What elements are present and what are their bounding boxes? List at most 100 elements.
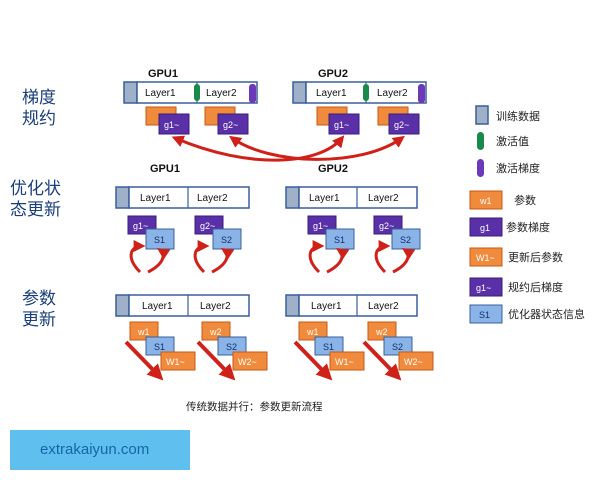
legend-sample-updated-param: W1~	[476, 253, 495, 263]
layer1-label: Layer1	[309, 193, 340, 204]
row1-gpu1: GPU1 Layer1 Layer2 g1~ g2~	[123, 68, 258, 135]
updated-param-label: W2~	[238, 357, 257, 367]
state-update-arrow	[326, 247, 350, 274]
param-block	[129, 321, 159, 341]
reduced-grad-label: g2~	[394, 120, 409, 130]
layer-group	[128, 294, 250, 317]
allreduce-arrow-g1	[171, 135, 345, 162]
gpu1-label: GPU1	[150, 163, 180, 175]
row-label-param-update-1: 参数	[22, 289, 56, 309]
optimizer-state-block	[314, 336, 344, 356]
optimizer-state-block	[217, 336, 247, 356]
legend-sample-grad: g1	[480, 223, 490, 233]
updated-param-block	[232, 351, 268, 371]
training-data-block	[285, 294, 300, 317]
layer2-label: Layer2	[368, 193, 399, 204]
reduced-grad-label: g1~	[133, 221, 148, 231]
row1-gpu2: GPU2 Layer1 Layer2 g1~ g2~	[292, 68, 427, 135]
row-label-param-update-2: 更新	[22, 310, 56, 330]
row-label-opt-update-1: 优化状	[10, 179, 61, 199]
reduced-grad-label: g1~	[334, 120, 349, 130]
reduced-grad-block	[388, 113, 420, 135]
state-update-arrow	[308, 240, 325, 274]
param-block	[201, 321, 231, 341]
legend-label-reduced-grad: 规约后梯度	[508, 280, 563, 294]
legend-param-swatch	[469, 190, 503, 210]
state-update-arrow	[211, 247, 235, 274]
updated-param-block	[329, 351, 365, 371]
layer1-label: Layer1	[140, 193, 171, 204]
state-update-arrow	[193, 240, 210, 274]
reduced-grad-label: g1~	[164, 120, 179, 130]
training-data-block	[123, 81, 138, 104]
layer2-label: Layer2	[197, 193, 228, 204]
legend-sample-param: w1	[479, 196, 492, 206]
row-label-grad-reduce-2: 规约	[22, 109, 56, 129]
allreduce-arrow-g2	[229, 135, 405, 161]
param-update-arrow	[196, 340, 236, 381]
legend-grad-swatch	[469, 217, 503, 237]
row-label-grad-reduce-1: 梯度	[22, 88, 56, 108]
optimizer-state-label: S1	[323, 342, 334, 352]
legend-updated-param-swatch	[469, 247, 503, 267]
param-label: w1	[137, 327, 150, 337]
legend-label-updated-param: 更新后参数	[508, 250, 563, 264]
reduced-grad-block	[158, 113, 190, 135]
layer1-label: Layer1	[142, 301, 173, 312]
param-block	[367, 321, 397, 341]
param-block	[298, 321, 328, 341]
layer-group	[298, 186, 418, 209]
updated-param-label: W2~	[404, 357, 423, 367]
updated-param-label: W1~	[166, 357, 185, 367]
layer1-label: Layer1	[145, 88, 176, 99]
gpu1-label: GPU1	[148, 68, 178, 80]
layer2-label: Layer2	[206, 88, 237, 99]
optimizer-state-label: S2	[392, 342, 403, 352]
updated-param-label: W1~	[335, 357, 354, 367]
optimizer-state-block	[145, 336, 175, 356]
layer1-label: Layer1	[316, 88, 347, 99]
legend-reduced-grad-swatch	[469, 277, 503, 297]
legend-sample-reduced-grad: g1~	[476, 283, 491, 293]
legend-label-activation: 激活值	[496, 134, 529, 148]
activation-grad-marker	[418, 84, 425, 103]
reduced-grad-label: g1~	[313, 221, 328, 231]
reduced-grad-label: g2~	[223, 120, 238, 130]
row2-gpu1: GPU1 Layer1 Layer2 g1~ S1 g2~ S2	[115, 163, 250, 250]
activation-marker	[363, 84, 369, 101]
state-update-arrow	[147, 247, 171, 274]
legend-data-swatch	[475, 105, 489, 125]
row-label-opt-update-2: 态更新	[10, 200, 61, 220]
reduced-grad-label: g2~	[200, 221, 215, 231]
watermark-banner: extrakaiyun.com	[10, 430, 190, 470]
param-update-arrow	[124, 340, 164, 381]
param-update-arrow	[293, 340, 333, 381]
layer2-label: Layer2	[200, 301, 231, 312]
training-data-block	[115, 294, 130, 317]
row3-gpu2: Layer1 Layer2 w1 S1 W1~ w2 S2 W2~	[285, 294, 434, 381]
activation-marker	[194, 84, 200, 101]
gpu2-label: GPU2	[318, 163, 348, 175]
layer1-label: Layer1	[311, 301, 342, 312]
reduced-grad-block	[328, 113, 360, 135]
diagram-caption: 传统数据并行：参数更新流程	[186, 400, 323, 413]
optimizer-state-label: S1	[154, 235, 165, 245]
param-label: w2	[209, 327, 222, 337]
gpu2-label: GPU2	[318, 68, 348, 80]
row3-gpu1: Layer1 Layer2 w1 S1 W1~ w2 S2 W2~	[115, 294, 268, 381]
training-data-block	[292, 81, 307, 104]
legend-sample-state: S1	[479, 310, 490, 320]
legend-label-state: 优化器状态信息	[508, 307, 585, 321]
reduced-grad-label: g2~	[379, 221, 394, 231]
legend-actgrad-swatch	[477, 159, 484, 177]
optimizer-state-label: S2	[221, 235, 232, 245]
optimizer-state-label: S1	[334, 235, 345, 245]
activation-grad-marker	[249, 84, 256, 103]
legend-state-swatch	[469, 304, 503, 324]
legend-label-param: 参数	[514, 193, 536, 207]
param-update-arrow	[362, 340, 402, 381]
optimizer-state-label: S1	[154, 342, 165, 352]
layer2-label: Layer2	[377, 88, 408, 99]
optimizer-state-label: S2	[400, 235, 411, 245]
